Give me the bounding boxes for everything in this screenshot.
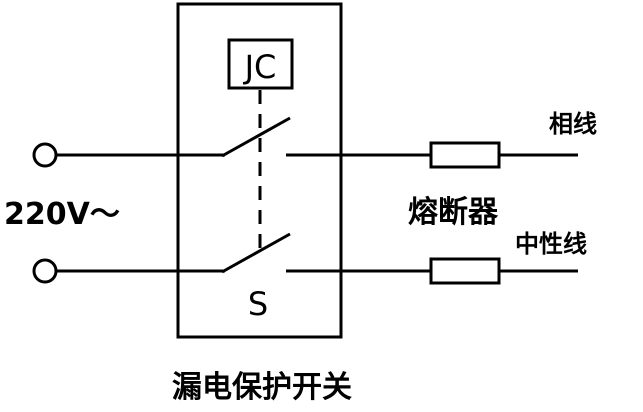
terminal-bottom (32, 258, 58, 284)
switch-contact-top (221, 116, 291, 158)
fuse-top (429, 141, 501, 169)
fuse-label: 熔断器 (408, 195, 499, 230)
switch-label: S (248, 285, 268, 323)
relay-box (227, 38, 294, 90)
device-label: 漏电保护开关 (172, 370, 352, 405)
terminal-top (32, 142, 58, 168)
phase-label: 相线 (549, 110, 597, 138)
switch-enclosure (176, 2, 343, 339)
switch-contact-bottom (221, 232, 291, 274)
relay-label: JC (243, 48, 277, 86)
neutral-label: 中性线 (515, 230, 587, 258)
fuse-bottom (429, 257, 501, 285)
voltage-label: 220V～ (4, 197, 120, 232)
